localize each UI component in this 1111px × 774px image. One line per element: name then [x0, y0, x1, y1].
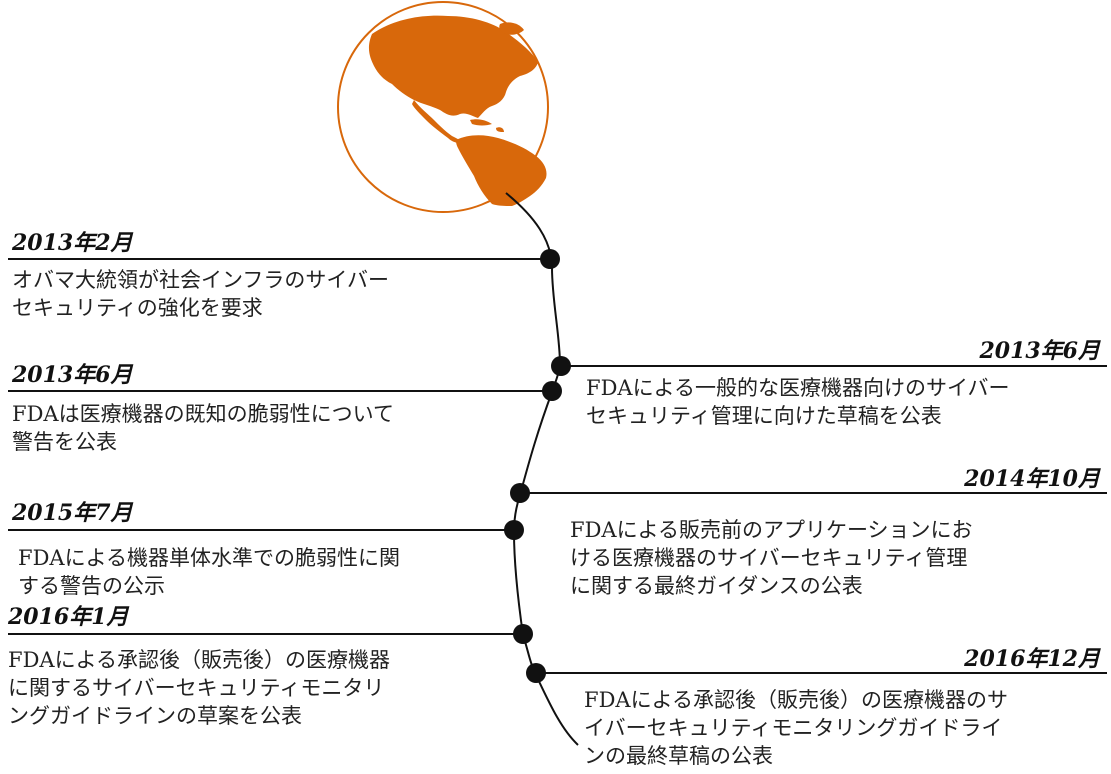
event-dot	[504, 520, 524, 540]
event-text-2016-12: FDAによる承認後（販売後）の医療機器のサ イバーセキュリティモニタリングガイド…	[584, 688, 1008, 768]
globe-south-america	[456, 135, 547, 206]
event-date-2016-12: 2016年12月	[964, 646, 1100, 672]
event-text-2015-07: FDAによる機器単体水準での脆弱性に関 する警告の公示	[18, 546, 400, 598]
event-text-2013-02: オバマ大統領が社会インフラのサイバー セキュリティの強化を要求	[12, 268, 389, 320]
event-date-2016-01: 2016年1月	[8, 604, 129, 630]
globe-caribbean	[470, 119, 504, 132]
event-dot	[540, 249, 560, 269]
event-dot	[513, 624, 533, 644]
globe-greenland	[499, 22, 524, 35]
event-date-2013-06-left: 2013年6月	[12, 362, 133, 388]
event-date-2013-06-right: 2013年6月	[979, 338, 1100, 364]
event-text-2016-01: FDAによる承認後（販売後）の医療機器 に関するサイバーセキュリティモニタリ ン…	[8, 648, 390, 728]
event-text-2013-06-right: FDAによる一般的な医療機器向けのサイバー セキュリティ管理に向けた草稿を公表	[586, 376, 1010, 428]
event-dot	[551, 356, 571, 376]
event-date-2013-02: 2013年2月	[12, 230, 133, 256]
event-dot	[510, 483, 530, 503]
event-text-2014-10: FDAによる販売前のアプリケーションにお ける医療機器のサイバーセキュリティ管理…	[570, 518, 973, 598]
event-dot	[542, 381, 562, 401]
event-date-2014-10: 2014年10月	[964, 466, 1100, 492]
globe-americas-icon	[337, 1, 549, 213]
event-dot	[526, 663, 546, 683]
event-text-2013-06-left: FDAは医療機器の既知の脆弱性について 警告を公表	[12, 402, 394, 454]
event-date-2015-07: 2015年7月	[12, 500, 133, 526]
globe-central-america	[412, 100, 462, 143]
globe-north-america	[368, 15, 538, 118]
